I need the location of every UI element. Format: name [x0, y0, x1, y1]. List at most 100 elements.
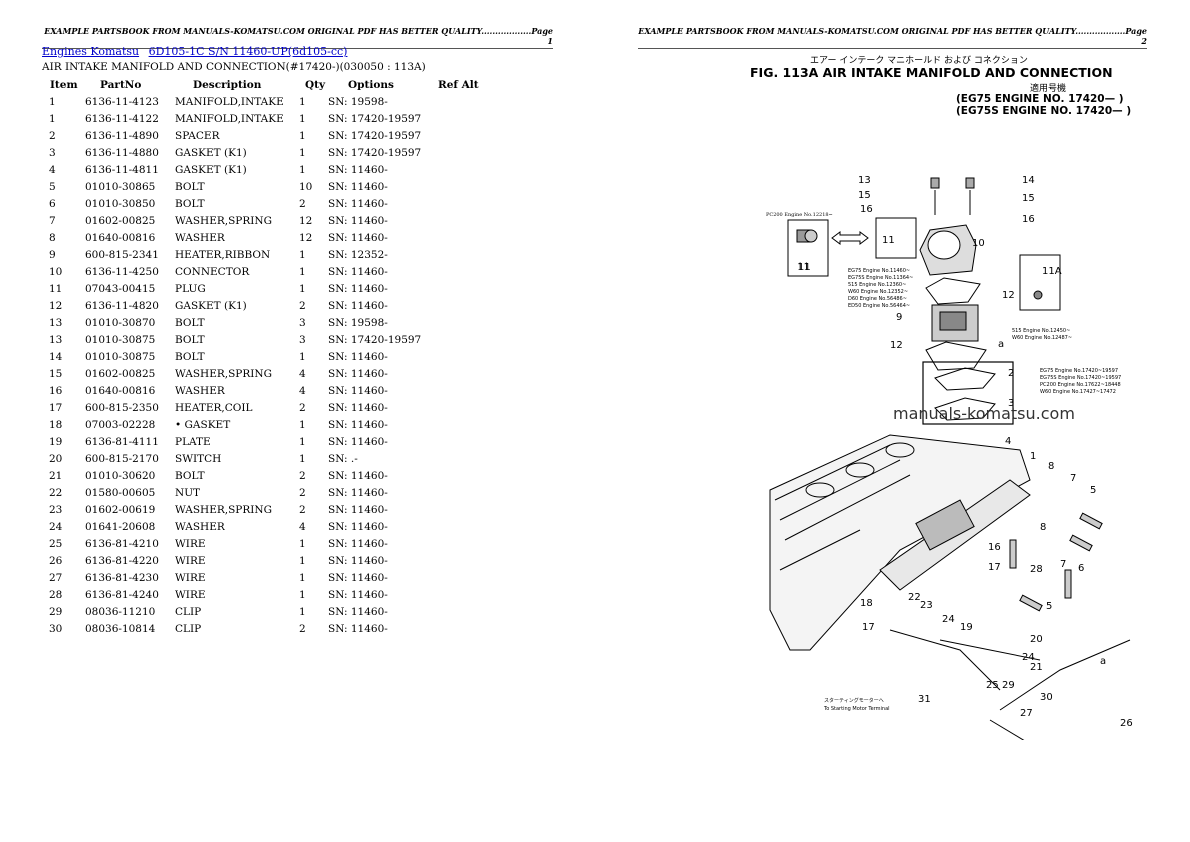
cell-ref-alt [438, 331, 479, 348]
cell-partno: 6136-11-4880 [85, 146, 159, 159]
cell-ref-alt [438, 382, 479, 399]
note-a-line: 515 Engine No.12360~ [848, 282, 906, 288]
cell-item: 25 [49, 537, 63, 550]
cell-qty: 4 [299, 520, 306, 533]
cell-ref-alt [438, 450, 479, 467]
inset-plug: PC200 Engine No.12218~ 11 [766, 212, 833, 277]
cell-description: SWITCH [175, 452, 222, 465]
note-a-line: EG75 Engine No.11460~ [848, 268, 910, 274]
note-a-line: ED50 Engine No.56464~ [848, 303, 910, 309]
callout-label: 23 [920, 600, 933, 611]
callout-label: 4 [1005, 436, 1011, 447]
callout-label: a [998, 339, 1004, 350]
cell-item: 1 [49, 112, 56, 125]
col-options: Options [348, 79, 394, 91]
callout-label: 7 [1060, 559, 1066, 570]
callout-label: 2 [1008, 368, 1014, 379]
wire-note: To Starting Motor Terminal [823, 706, 890, 712]
figure-applic-1: (EG75 ENGINE NO. 17420— ) [956, 93, 1124, 105]
cell-description: BOLT [175, 469, 205, 482]
cell-item: 28 [49, 588, 63, 601]
cell-options: SN: 11460- [328, 367, 388, 380]
cell-partno: 600-815-2350 [85, 401, 159, 414]
cell-description: CLIP [175, 622, 202, 635]
breadcrumb-link-model[interactable]: 6D105-1C S/N 11460-UP(6d105-cc) [148, 45, 348, 58]
cell-partno: 6136-81-4230 [85, 571, 159, 584]
cell-partno: 6136-11-4820 [85, 299, 159, 312]
cell-description: BOLT [175, 197, 205, 210]
cell-description: GASKET (K1) [175, 163, 247, 176]
note-b-line: 515 Engine No.12450~ [1012, 328, 1070, 334]
cell-description: NUT [175, 486, 201, 499]
cell-qty: 2 [299, 503, 306, 516]
cell-options: SN: 11460- [328, 520, 388, 533]
callout-label: 3 [1008, 398, 1014, 409]
cell-qty: 1 [299, 163, 306, 176]
cell-options: SN: 11460- [328, 214, 388, 227]
cell-qty: 1 [299, 418, 306, 431]
callout-label: 14 [1022, 175, 1035, 186]
cell-ref-alt [438, 552, 479, 569]
cell-item: 14 [49, 350, 63, 363]
callout-label: 25 [986, 680, 999, 691]
cell-item: 18 [49, 418, 63, 431]
cell-options: SN: 11460- [328, 605, 388, 618]
cell-item: 11 [49, 282, 63, 295]
cell-ref-alt [438, 280, 479, 297]
cell-qty: 1 [299, 435, 306, 448]
callout-label: 16 [1022, 214, 1035, 225]
cell-description: BOLT [175, 180, 205, 193]
cell-ref-alt [438, 161, 479, 178]
cell-description: SPACER [175, 129, 220, 142]
note-c-line: W60 Engine No.17427~17472 [1040, 389, 1116, 395]
cell-item: 22 [49, 486, 63, 499]
callout-label: 5 [1090, 485, 1096, 496]
cell-ref-alt [438, 467, 479, 484]
note-c-line: PC200 Engine No.17622~18448 [1040, 382, 1121, 388]
cell-partno: 01010-30850 [85, 197, 156, 210]
cell-options: SN: 12352- [328, 248, 388, 261]
cell-partno: 01010-30870 [85, 316, 156, 329]
cell-options: SN: 19598- [328, 316, 388, 329]
callout-label: 17 [988, 562, 1001, 573]
cell-description: PLATE [175, 435, 211, 448]
cell-description: WASHER,SPRING [175, 367, 272, 380]
callout-label: 28 [1030, 564, 1043, 575]
figure-jp-title: エアー インテーク マニホールド および コネクション [810, 55, 1028, 66]
callout-label: 8 [1048, 461, 1054, 472]
cell-options: SN: 11460- [328, 537, 388, 550]
callout-label: 1 [1030, 451, 1036, 462]
page-header-right: EXAMPLE PARTSBOOK FROM MANUALS-KOMATSU.C… [638, 26, 1147, 49]
cell-options: SN: 17420-19597 [328, 333, 422, 346]
breadcrumb-link-engines[interactable]: Engines Komatsu [42, 45, 140, 58]
cell-qty: 1 [299, 452, 306, 465]
cell-item: 9 [49, 248, 56, 261]
col-partno: PartNo [100, 79, 142, 91]
callout-label: 16 [988, 542, 1001, 553]
cell-qty: 1 [299, 350, 306, 363]
cell-description: BOLT [175, 350, 205, 363]
cell-ref-alt [438, 110, 479, 127]
cell-partno: 01641-20608 [85, 520, 156, 533]
cell-ref-alt [438, 314, 479, 331]
cell-partno: 6136-81-4220 [85, 554, 159, 567]
cell-partno: 01010-30875 [85, 350, 156, 363]
cell-qty: 2 [299, 197, 306, 210]
cell-ref-alt [438, 603, 479, 620]
fasteners [1009, 512, 1103, 612]
cell-description: GASKET (K1) [175, 299, 247, 312]
callout-label: a [1100, 656, 1106, 667]
